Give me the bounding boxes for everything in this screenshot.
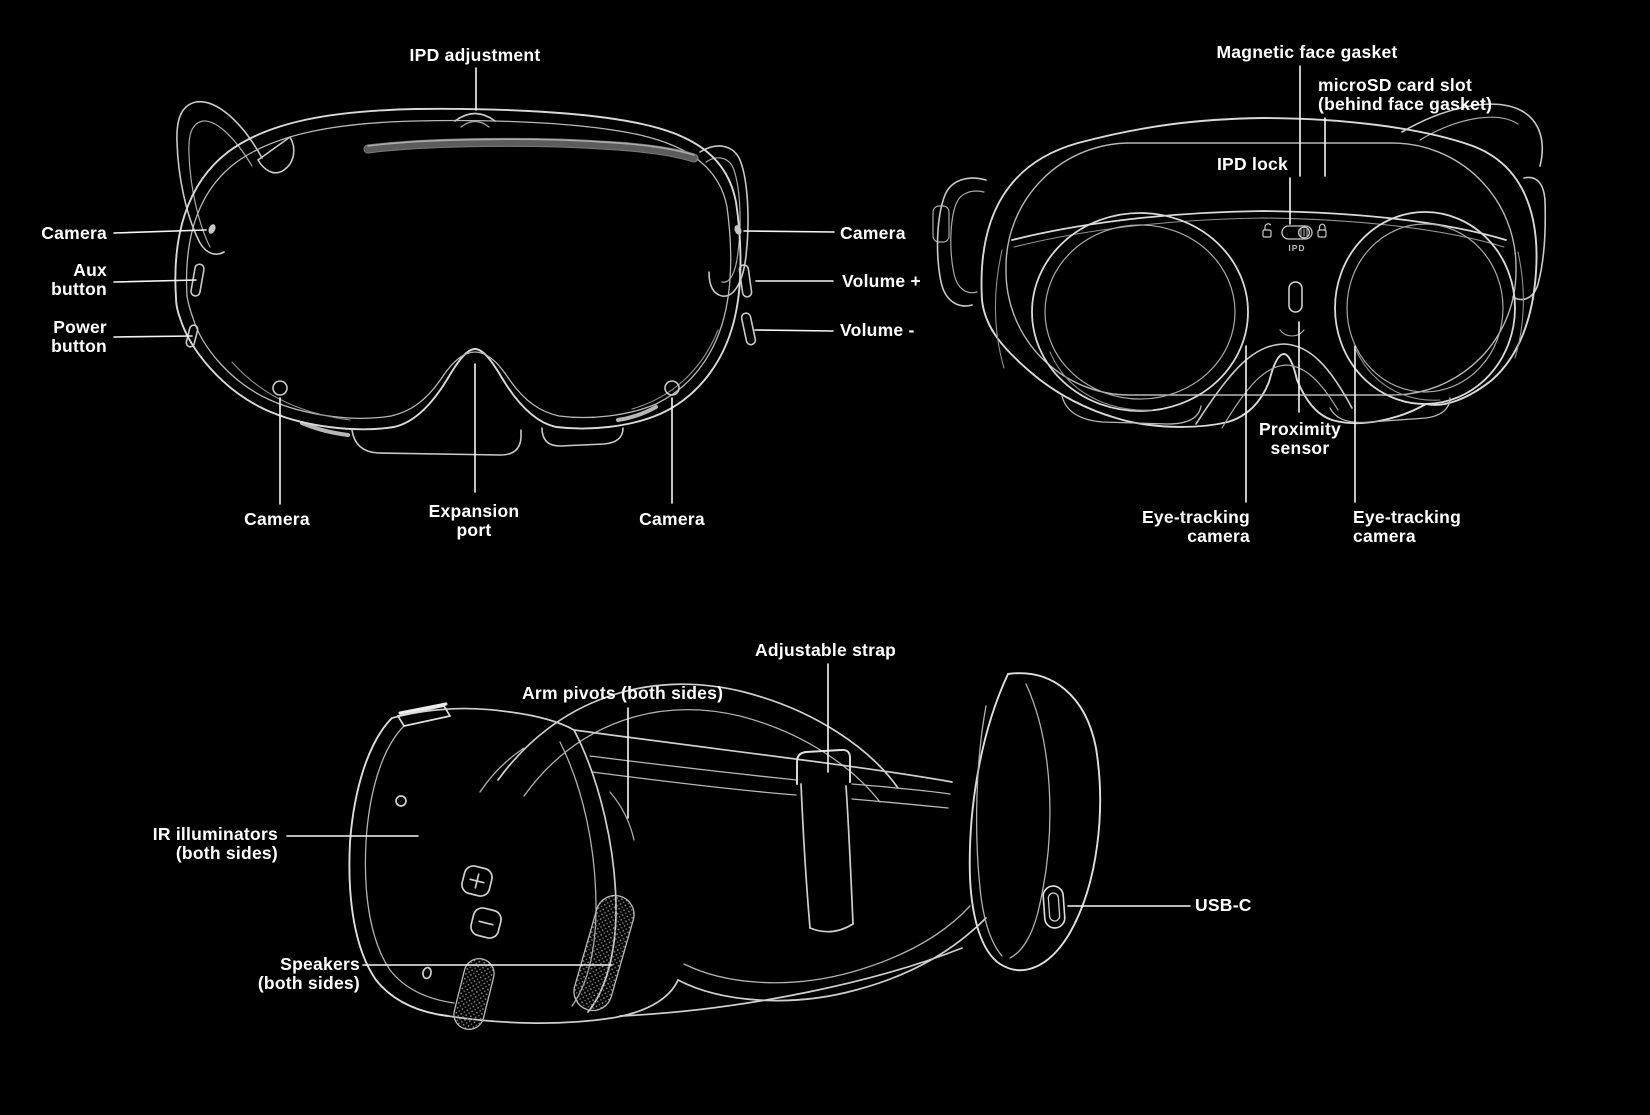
front-under-cushion-right	[541, 427, 624, 447]
leader-lines	[113, 65, 1356, 966]
label-camera-right: Camera	[840, 223, 906, 243]
volume-down-button-shape	[740, 312, 757, 346]
arm-pivot-detail	[609, 791, 635, 841]
side-visor-bottom-edge	[447, 979, 679, 1024]
side-halo-arc-outer	[497, 683, 899, 789]
ipd-slider: IPD	[1262, 223, 1327, 253]
usb-c-port	[1042, 885, 1066, 929]
lock-icon	[1317, 223, 1327, 238]
leader-power-button	[113, 335, 193, 338]
leader-aux-button	[113, 279, 197, 283]
leader-camera-left	[113, 229, 207, 234]
speaker-grille-side	[573, 894, 635, 1012]
mic-hole	[422, 966, 432, 980]
front-bottom-camera-left	[272, 380, 288, 396]
back-left-wing	[936, 177, 987, 307]
side-arm-bottom-edge	[619, 947, 963, 1017]
label-microsd-card-slot: microSD card slot (behind face gasket)	[1318, 75, 1493, 114]
ipd-slider-caption: IPD	[1288, 243, 1305, 253]
side-volume-down-button	[470, 907, 502, 939]
leader-volume-down	[754, 329, 834, 332]
label-volume-down: Volume -	[840, 320, 915, 340]
ipd-slider-grip	[1297, 226, 1311, 239]
power-button-shape	[185, 324, 199, 348]
label-usb-c: USB-C	[1195, 895, 1252, 915]
proximity-sensor-shape	[1288, 281, 1303, 313]
front-bottom-camera-right	[664, 380, 680, 396]
label-expansion-port: Expansion port	[428, 501, 520, 540]
label-camera-bottom-right: Camera	[639, 509, 705, 529]
side-halo-arc-inner	[523, 709, 881, 803]
side-arm-top-edge	[573, 729, 953, 783]
label-adjustable-strap: Adjustable strap	[755, 640, 897, 660]
label-magnetic-face-gasket: Magnetic face gasket	[1216, 42, 1398, 62]
side-view-drawing	[348, 672, 1102, 1031]
front-visor-tint-band	[363, 137, 699, 163]
front-camera-right-lens	[734, 225, 742, 235]
label-arm-pivots: Arm pivots (both sides)	[522, 683, 724, 703]
label-camera-bottom-left: Camera	[244, 509, 310, 529]
side-volume-up-button	[461, 865, 493, 897]
front-camera-left-lens	[208, 224, 216, 234]
ir-illuminator-dot	[395, 795, 407, 807]
label-eye-tracking-camera-left: Eye-tracking camera	[1141, 507, 1250, 546]
ipd-slider-track	[1281, 225, 1313, 240]
front-outer-shell	[174, 107, 742, 431]
front-left-strap-arm	[176, 100, 263, 255]
front-view-drawing	[174, 100, 757, 456]
unlock-icon	[1262, 223, 1272, 238]
adjustable-strap-loop	[796, 748, 854, 933]
front-under-cushion-left	[351, 429, 522, 456]
label-volume-up: Volume +	[842, 271, 921, 291]
back-right-wing	[1512, 176, 1547, 301]
front-ipd-bump	[454, 112, 496, 122]
front-inner-rim	[185, 119, 732, 419]
back-top-right-strap	[1401, 103, 1544, 167]
volume-up-button-shape	[738, 264, 753, 298]
front-right-strap-arm	[699, 145, 749, 297]
label-eye-tracking-camera-right: Eye-tracking camera	[1353, 507, 1462, 546]
back-nose-bridge	[1195, 343, 1353, 425]
label-camera-left: Camera	[41, 223, 107, 243]
leader-camera-right	[743, 230, 835, 233]
side-rear-pad	[968, 672, 1102, 972]
side-lower-strap	[677, 917, 987, 1002]
back-right-lens	[1334, 211, 1516, 405]
side-visor-front-rim	[348, 717, 449, 1017]
label-ir-illuminators: IR illuminators (both sides)	[152, 824, 278, 863]
label-ipd-adjustment: IPD adjustment	[409, 45, 541, 65]
label-power-button: Power button	[51, 317, 107, 356]
label-proximity-sensor: Proximity sensor	[1259, 419, 1341, 458]
label-speakers: Speakers (both sides)	[257, 954, 360, 993]
label-ipd-lock: IPD lock	[1216, 154, 1288, 174]
back-view-drawing: IPD	[932, 103, 1547, 429]
back-face-gasket-ring	[1005, 142, 1517, 396]
side-visor-top-edge	[391, 707, 575, 731]
back-left-lens	[1031, 212, 1249, 412]
speaker-grille-front	[453, 957, 495, 1031]
label-aux-button: Aux button	[51, 260, 107, 299]
